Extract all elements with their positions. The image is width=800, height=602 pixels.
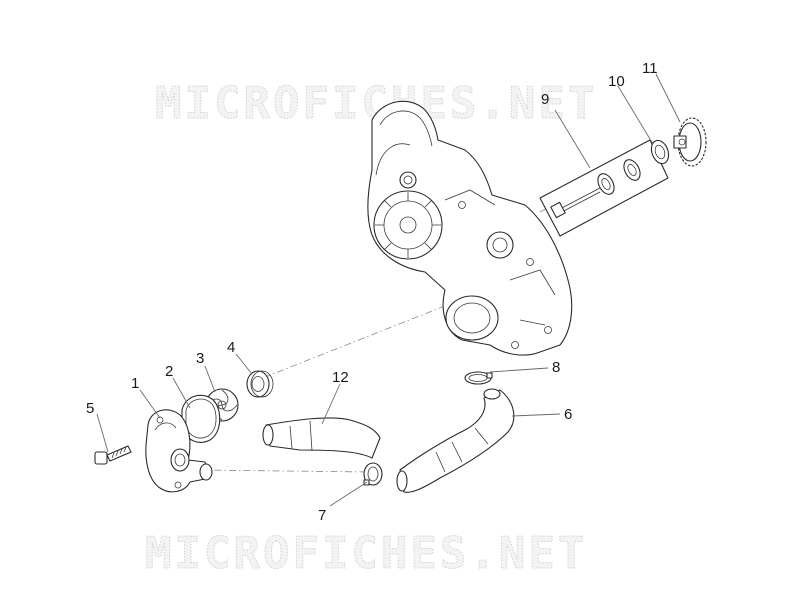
engine-side-cover — [367, 100, 573, 356]
callout-8: 8 — [552, 359, 560, 376]
callout-10: 10 — [608, 73, 625, 90]
hose-lower — [396, 388, 515, 493]
callout-11: 11 — [642, 60, 658, 77]
callout-2: 2 — [165, 363, 173, 380]
watermark-top: MICROFICHES.NET — [155, 78, 597, 129]
callout-1: 1 — [131, 375, 139, 392]
seal-ring — [650, 139, 670, 165]
callouts: 1 2 3 4 5 6 7 8 9 10 11 12 — [86, 60, 658, 524]
shaft-kit — [539, 139, 669, 237]
callout-4: 4 — [227, 339, 235, 356]
oil-seal — [246, 370, 274, 398]
hose-clamp-upper — [464, 371, 493, 385]
gasket — [181, 394, 221, 443]
callout-9: 9 — [541, 91, 549, 108]
callout-6: 6 — [564, 406, 572, 423]
hose-upper — [262, 417, 381, 459]
callout-5: 5 — [86, 400, 94, 417]
leader-lines — [96, 73, 681, 507]
bolt — [94, 445, 132, 465]
callout-7: 7 — [318, 507, 326, 524]
drive-gear — [673, 117, 707, 167]
watermark-bottom: MICROFICHES.NET — [145, 528, 587, 579]
pump-housing — [145, 409, 213, 493]
callout-3: 3 — [196, 350, 204, 367]
callout-12: 12 — [332, 369, 349, 386]
